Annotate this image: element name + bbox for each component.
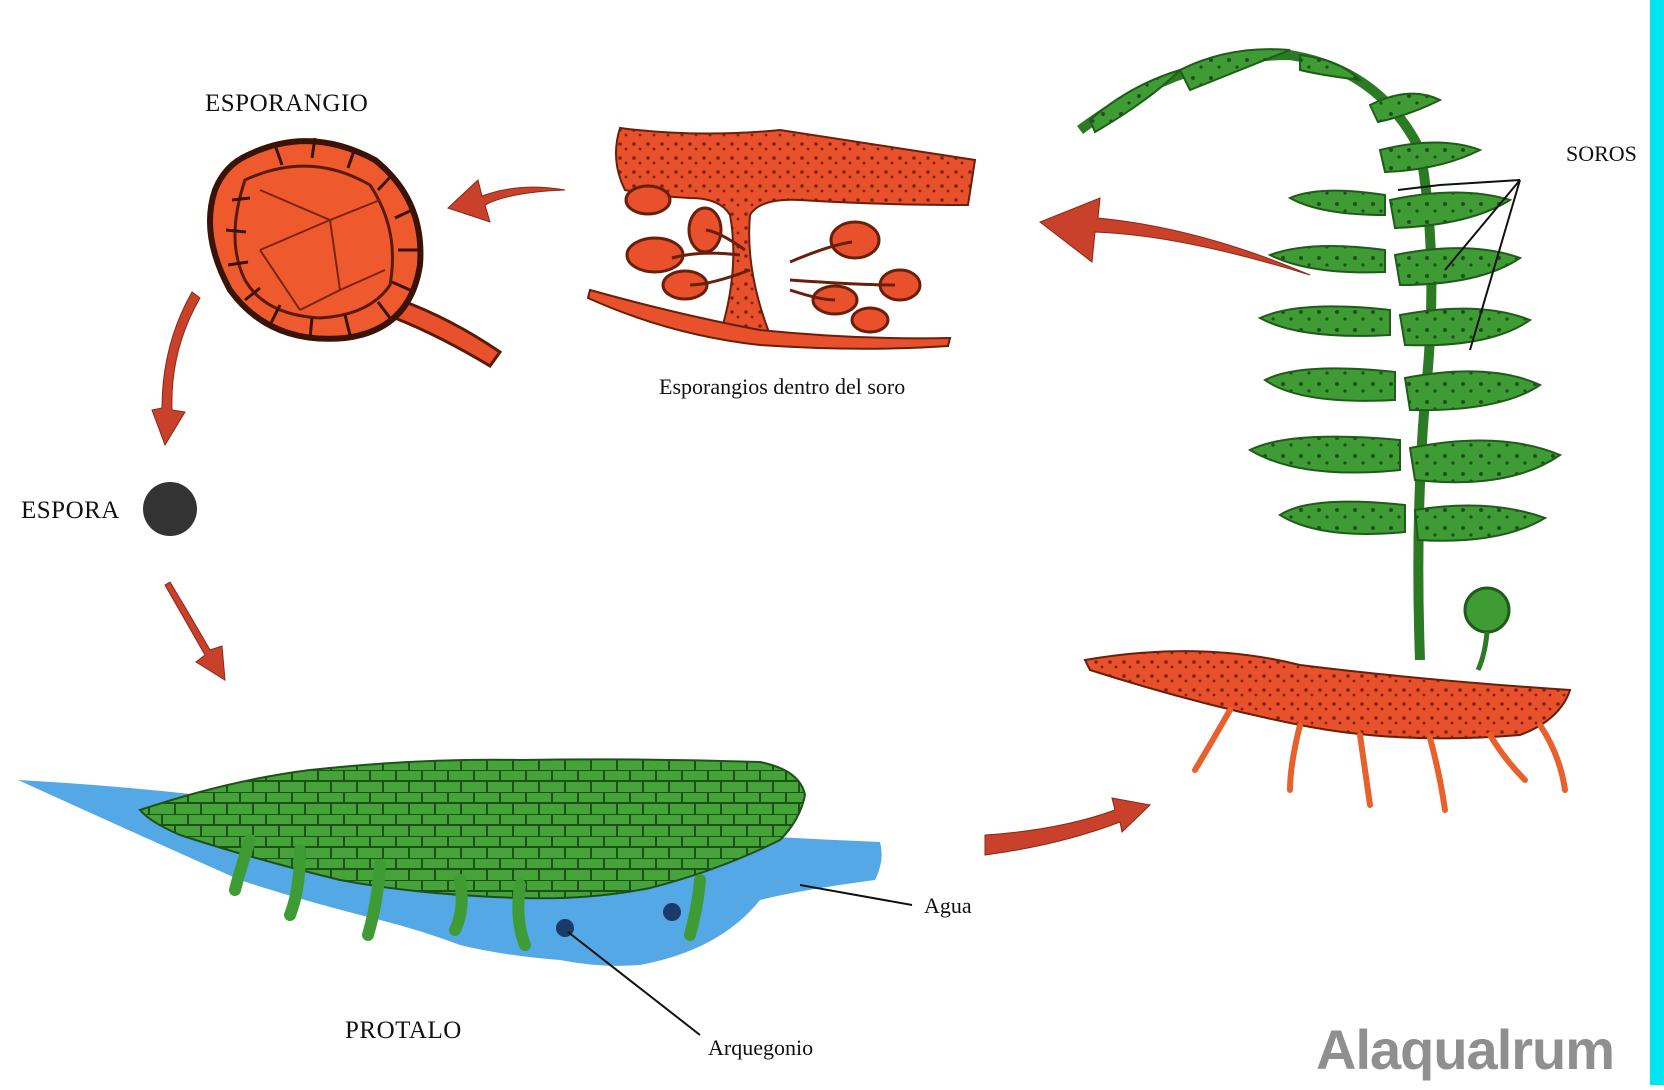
- arquegonio-label: Arquegonio: [708, 1037, 813, 1059]
- rhizome: [1085, 651, 1570, 738]
- agua-label: Agua: [924, 895, 972, 917]
- protalo-label: PROTALO: [345, 1018, 462, 1043]
- watermark-logo: Alaqualrum: [1316, 1022, 1614, 1078]
- arrow-sorus-to-sporangium: [448, 180, 565, 222]
- sorus-cross-section-illustration: [588, 128, 975, 349]
- arrow-spore-to-prothallus: [165, 582, 225, 680]
- prothallus-illustration: [18, 759, 912, 1035]
- esporangio-label: ESPORANGIO: [205, 91, 368, 116]
- arrow-fern-to-sorus: [1040, 198, 1310, 275]
- arrow-sporangium-to-spore: [152, 292, 200, 445]
- fern-plant-illustration: [1080, 49, 1570, 810]
- arrow-prothallus-to-fern: [985, 798, 1150, 855]
- cyan-right-border: [1650, 0, 1664, 1085]
- sporangium-illustration: [210, 138, 500, 366]
- soro-caption-label: Esporangios dentro del soro: [659, 376, 905, 398]
- agua-leader-line: [800, 885, 912, 905]
- espora-label: ESPORA: [21, 498, 120, 523]
- soros-label: SOROS: [1566, 143, 1637, 165]
- spore-dot: [143, 482, 197, 536]
- fiddlehead: [1465, 588, 1509, 632]
